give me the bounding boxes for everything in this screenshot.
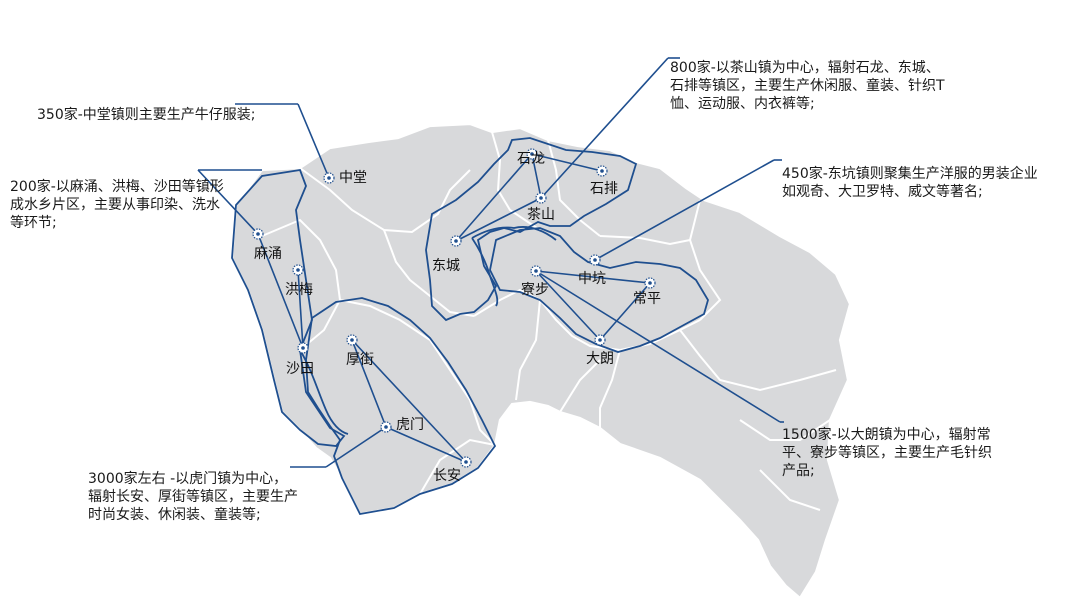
annotation-chashan-cluster: 800家-以茶山镇为中心，辐射石龙、东城、 石排等镇区，主要生产休闲服、童装、针… [670,60,945,112]
town-marker-humen [380,421,392,433]
town-marker-hongmei [292,264,304,276]
town-marker-liaobu [530,265,542,277]
town-label-humen: 虎门 [396,417,424,433]
town-marker-houjie [346,334,358,346]
town-labels: 中堂 麻涌 洪梅 沙田 厚街 虎门 长安 石龙 石排 茶山 东城 寮步 中坑 常… [254,151,661,484]
cluster-outlines [231,137,709,516]
town-marker-zhongtang [323,172,335,184]
annotation-dongkeng: 450家-东坑镇则聚集生产洋服的男装企业 如观奇、大卫罗特、威文等著名; [782,166,1038,200]
town-label-shipai: 石排 [590,181,618,197]
annotation-dalang-cluster: 1500家-以大朗镇为中心，辐射常 平、寮步等镇区，主要生产毛针织 产品; [782,427,992,479]
town-label-chashan: 茶山 [527,207,555,223]
town-markers [252,148,656,468]
town-label-changping: 常平 [633,291,661,307]
town-marker-shilong [526,148,538,160]
town-label-shatian: 沙田 [286,361,314,377]
annotation-zhongtang: 350家-中堂镇则主要生产牛仔服装; [37,107,256,123]
town-label-liaobu: 寮步 [521,281,549,298]
town-marker-dalang [594,334,606,346]
annotation-humen-cluster: 3000家左右 -以虎门镇为中心， 辐射长安、厚街等镇区，主要生产 时尚女装、休… [88,471,298,523]
town-label-zhongkeng: 中坑 [578,271,606,287]
town-marker-dongcheng [450,235,462,247]
town-marker-changping [644,277,656,289]
town-label-shilong: 石龙 [517,151,545,167]
town-links [197,57,784,468]
town-marker-shipai [596,165,608,177]
town-label-hongmei: 洪梅 [285,282,313,298]
town-label-houjie: 厚街 [346,352,374,368]
town-label-zhongtang: 中堂 [339,170,367,186]
town-marker-chashan [535,192,547,204]
town-marker-changan [460,456,472,468]
town-label-dalang: 大朗 [586,351,614,367]
annotation-water-township-cluster: 200家-以麻涌、洪梅、沙田等镇形 成水乡片区，主要从事印染、洗水 等环节; [10,179,224,231]
town-marker-machong [252,228,264,240]
town-label-machong: 麻涌 [254,246,282,262]
town-label-dongcheng: 东城 [432,258,460,274]
town-label-changan: 长安 [433,468,461,484]
town-marker-shatian [297,342,309,354]
town-marker-zhongkeng [589,254,601,266]
